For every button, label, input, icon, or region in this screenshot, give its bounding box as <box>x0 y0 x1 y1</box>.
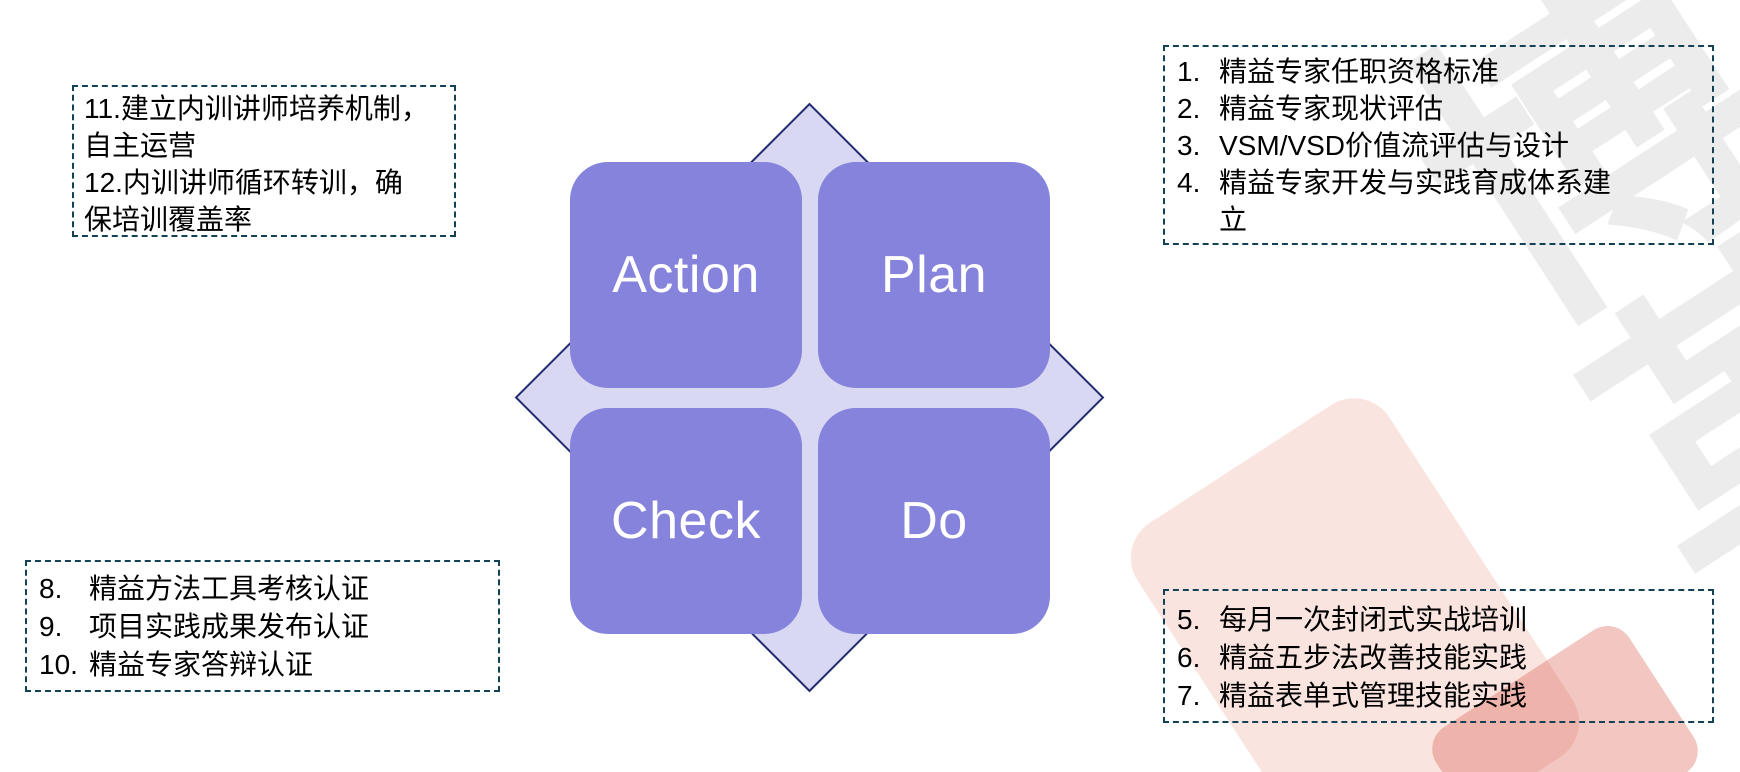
action-notes-box: 11.建立内训讲师培养机制， 自主运营 12.内训讲师循环转训，确 保培训覆盖率 <box>72 85 456 237</box>
plan-notes-box: 1. 精益专家任职资格标准 2. 精益专家现状评估 3. VSM/VSD价值流评… <box>1163 45 1714 245</box>
note-item: 8. 精益方法工具考核认证 <box>39 570 486 608</box>
note-line: 自主运营 <box>84 130 197 161</box>
note-line: 精益专家开发与实践育成体系建 <box>1219 167 1612 198</box>
quadrant-check: Check <box>570 408 802 634</box>
note-line: 精益方法工具考核认证 <box>89 573 370 604</box>
note-number: 3. <box>1177 130 1201 161</box>
note-line: 精益专家任职资格标准 <box>1219 56 1500 87</box>
note-number: 4. <box>1177 167 1201 198</box>
quadrant-action: Action <box>570 162 802 388</box>
note-item: 4. 精益专家开发与实践育成体系建 立 <box>1177 164 1700 238</box>
note-line: 每月一次封闭式实战培训 <box>1219 604 1528 635</box>
note-item: 9. 项目实践成果发布认证 <box>39 608 486 646</box>
note-item: 2. 精益专家现状评估 <box>1177 90 1700 127</box>
note-line: 保培训覆盖率 <box>84 204 253 235</box>
note-number: 8. <box>39 573 63 604</box>
note-line: 12.内训讲师循环转训，确 <box>84 167 403 198</box>
note-item: 1. 精益专家任职资格标准 <box>1177 53 1700 90</box>
note-item: 10. 精益专家答辩认证 <box>39 646 486 684</box>
note-line: 立 <box>1219 204 1248 235</box>
note-item: 3. VSM/VSD价值流评估与设计 <box>1177 127 1700 164</box>
note-line: 精益专家答辩认证 <box>89 649 314 680</box>
note-line: 精益五步法改善技能实践 <box>1219 642 1528 673</box>
note-line: 11.建立内训讲师培养机制， <box>84 93 429 124</box>
note-number: 2. <box>1177 93 1201 124</box>
quadrant-do-label: Do <box>900 492 968 550</box>
check-notes-box: 8. 精益方法工具考核认证 9. 项目实践成果发布认证 10. 精益专家答辩认证 <box>25 560 500 692</box>
note-number: 6. <box>1177 642 1201 673</box>
note-line: 精益专家现状评估 <box>1219 93 1444 124</box>
note-line: 精益表单式管理技能实践 <box>1219 680 1528 711</box>
note-item: 6. 精益五步法改善技能实践 <box>1177 639 1700 677</box>
note-number: 10. <box>39 649 78 680</box>
note-number: 9. <box>39 611 63 642</box>
quadrant-do: Do <box>818 408 1050 634</box>
quadrant-action-label: Action <box>612 246 760 304</box>
quadrant-plan-label: Plan <box>880 246 988 304</box>
note-number: 7. <box>1177 680 1201 711</box>
note-item: 5. 每月一次封闭式实战培训 <box>1177 601 1700 639</box>
note-item: 7. 精益表单式管理技能实践 <box>1177 677 1700 715</box>
quadrant-check-label: Check <box>611 492 761 550</box>
note-number: 5. <box>1177 604 1201 635</box>
do-notes-box: 5. 每月一次封闭式实战培训 6. 精益五步法改善技能实践 7. 精益表单式管理… <box>1163 589 1714 723</box>
quadrant-plan: Plan <box>818 162 1050 388</box>
note-line: 项目实践成果发布认证 <box>89 611 370 642</box>
note-line: VSM/VSD价值流评估与设计 <box>1219 130 1570 161</box>
note-number: 1. <box>1177 56 1201 87</box>
